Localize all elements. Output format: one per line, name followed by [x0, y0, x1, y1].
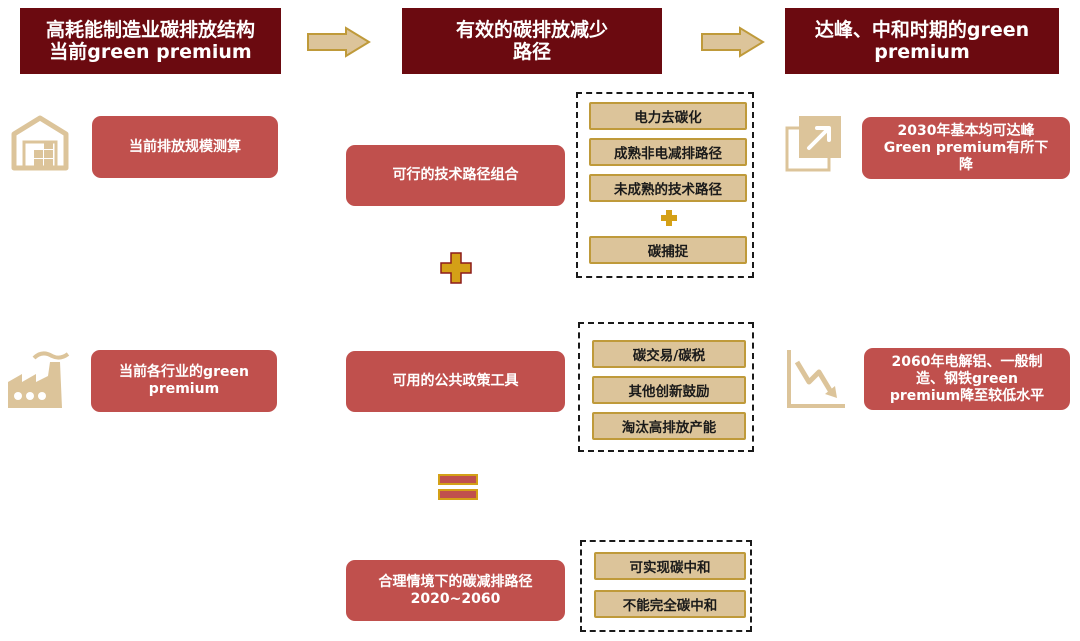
policy-tools-box: 可用的公共政策工具 [346, 351, 565, 412]
plus-icon [440, 252, 472, 284]
tech-option: 电力去碳化 [589, 102, 747, 130]
tech-option: 未成熟的技术路径 [589, 174, 747, 202]
outcome-option: 可实现碳中和 [594, 552, 746, 580]
emission-estimate-box: 当前排放规模测算 [92, 116, 278, 178]
tech-option-carbon-capture: 碳捕捉 [589, 236, 747, 264]
header-reduction-path: 有效的碳排放减少 路径 [402, 8, 662, 74]
industry-premium-box: 当前各行业的green premium [91, 350, 277, 412]
outcome-option: 不能完全碳中和 [594, 590, 746, 618]
neutral-2060-box: 2060年电解铝、一般制 造、钢铁green premium降至较低水平 [864, 348, 1070, 410]
trend-down-icon [785, 348, 849, 410]
right-arrow-icon [306, 26, 372, 58]
scenario-path-box: 合理情境下的碳减排路径 2020~2060 [346, 560, 565, 621]
policy-option: 淘汰高排放产能 [592, 412, 746, 440]
tech-option: 成熟非电减排路径 [589, 138, 747, 166]
header-peak-neutral: 达峰、中和时期的green premium [785, 8, 1059, 74]
header-current-structure: 高耗能制造业碳排放结构 当前green premium [20, 8, 281, 74]
plus-icon [661, 210, 677, 226]
tech-options-group [576, 92, 754, 278]
equals-icon [438, 473, 478, 501]
warehouse-icon [10, 112, 70, 172]
outcome-options-group [580, 540, 752, 632]
tech-combo-box: 可行的技术路径组合 [346, 145, 565, 206]
policy-option: 其他创新鼓励 [592, 376, 746, 404]
policy-options-group [578, 322, 754, 452]
trend-up-icon [785, 112, 845, 172]
factory-icon [6, 348, 70, 410]
right-arrow-icon [700, 26, 766, 58]
peak-2030-box: 2030年基本均可达峰 Green premium有所下 降 [862, 117, 1070, 179]
policy-option: 碳交易/碳税 [592, 340, 746, 368]
